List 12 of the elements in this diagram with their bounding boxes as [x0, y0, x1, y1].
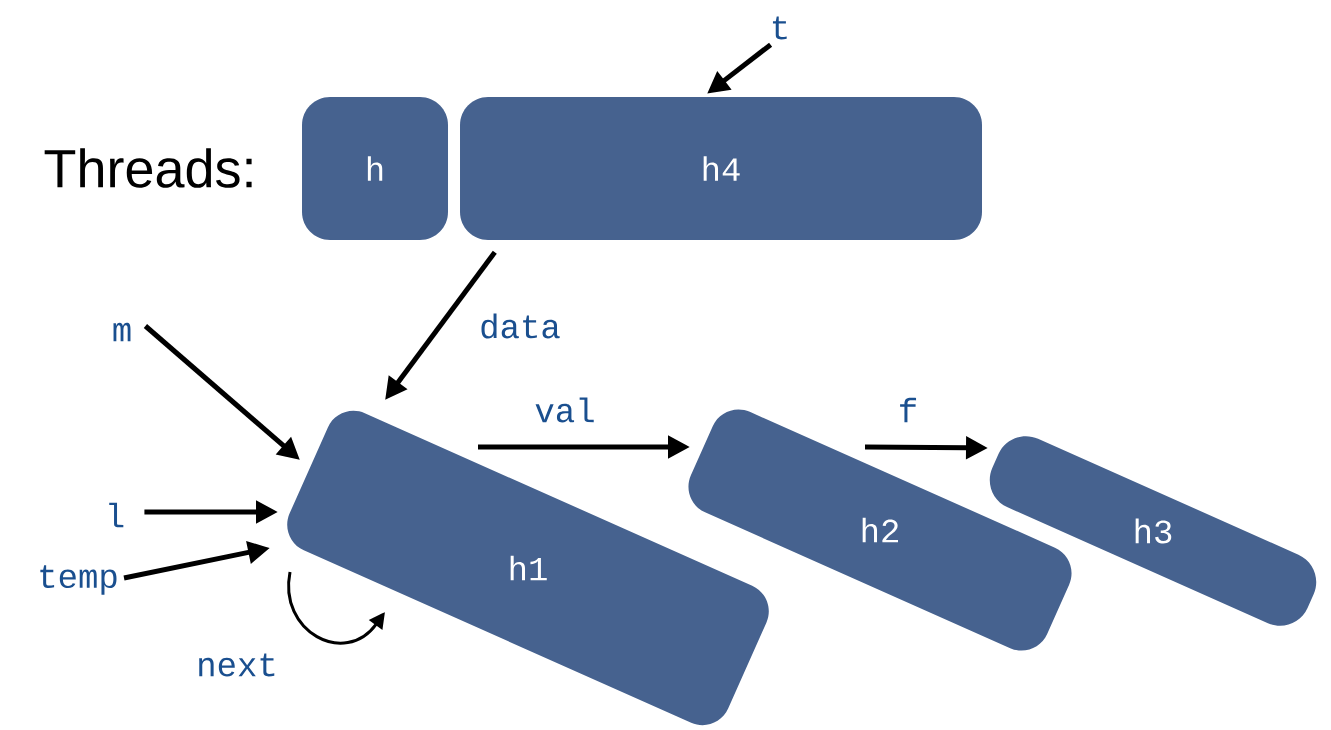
edge-label: data: [478, 312, 562, 340]
pointer-name: l: [109, 502, 124, 528]
arrow: [287, 571, 385, 645]
pointer-name: t: [772, 16, 787, 40]
pointer-name: temp: [40, 565, 117, 595]
node-label: h3: [1135, 518, 1172, 544]
edge-label: next: [195, 652, 279, 678]
heading-text: Threads:: [44, 148, 252, 188]
record-box: h3: [989, 436, 1317, 626]
pointer-name: m: [113, 322, 131, 342]
record-box: h: [302, 97, 448, 240]
record-box: h4: [460, 97, 982, 240]
